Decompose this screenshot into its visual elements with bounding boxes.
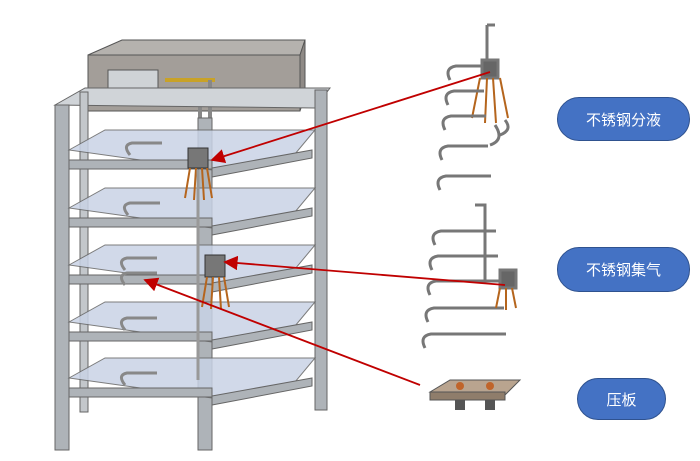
- arrow-collector: [223, 255, 506, 286]
- label-distributor: 不锈钢分液: [557, 97, 690, 141]
- collector-part: [421, 203, 518, 349]
- arrow-distributor: [210, 71, 491, 164]
- shelves: [67, 129, 317, 406]
- rack-manifolds: [184, 147, 230, 380]
- arrow-clamp: [143, 277, 421, 386]
- evaporator-coils: [120, 141, 162, 386]
- label-collector: 不锈钢集气: [557, 247, 690, 292]
- distributor-part: [436, 23, 510, 191]
- clamp-part: [428, 379, 522, 410]
- label-clamp: 压板: [577, 378, 666, 420]
